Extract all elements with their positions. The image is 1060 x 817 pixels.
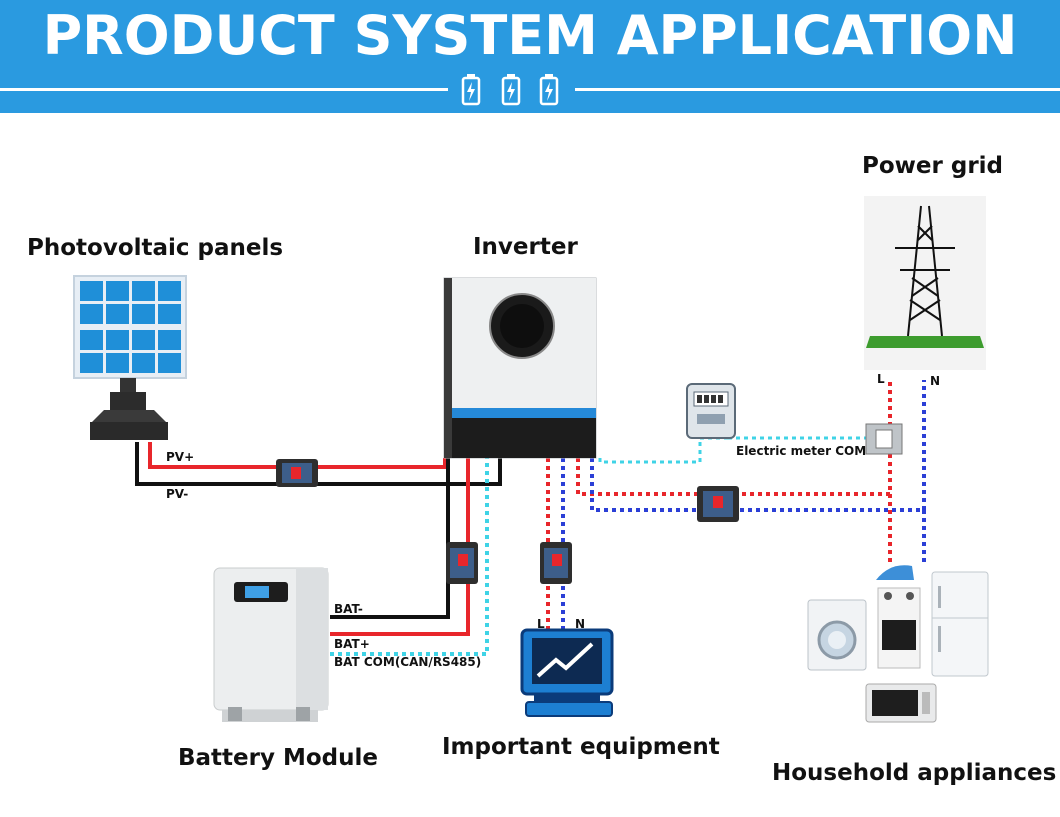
bat-com-label: BAT COM(CAN/RS485)	[334, 655, 482, 669]
battery-module-label: Battery Module	[178, 745, 378, 771]
battery-wires	[330, 458, 489, 656]
grid-wires	[576, 380, 926, 562]
pv-breaker-icon	[276, 459, 318, 487]
battery-charging-icon	[501, 74, 521, 106]
grid-neutral-wire	[590, 380, 926, 512]
electric-meter-icon	[686, 383, 736, 439]
stove-icon	[877, 587, 921, 669]
ct-clamp-icon	[865, 423, 903, 455]
header-banner: PRODUCT SYSTEM APPLICATION	[0, 0, 1060, 113]
bat-plus-wire	[330, 458, 470, 636]
meter-com-label: Electric meter COM	[736, 444, 867, 458]
battery-module-icon	[213, 567, 329, 722]
battery-charging-icon	[461, 74, 481, 106]
banner-divider-left	[0, 88, 448, 91]
page-title: PRODUCT SYSTEM APPLICATION	[42, 4, 1018, 67]
bat-minus-label: BAT-	[334, 602, 363, 616]
solar-panel-icon	[73, 275, 187, 440]
power-grid-icon	[864, 196, 986, 370]
power-grid-label: Power grid	[862, 153, 1004, 179]
microwave-icon	[865, 683, 937, 723]
bat-minus-wire	[330, 458, 450, 619]
equipment-breaker-icon	[540, 542, 572, 584]
inverter-label: Inverter	[473, 234, 578, 260]
battery-charging-icon	[539, 74, 559, 106]
pv-panels-label: Photovoltaic panels	[27, 235, 284, 261]
iron-icon	[876, 565, 914, 580]
equipment-n-label: N	[575, 617, 586, 631]
meter-com-wire	[598, 436, 728, 464]
household-appliances-icon	[807, 565, 989, 723]
grid-n-label: N	[930, 374, 941, 388]
pv-minus-label: PV-	[166, 487, 189, 501]
household-appliances-label: Household appliances	[772, 760, 1057, 786]
battery-icons	[461, 74, 559, 106]
pv-plus-label: PV+	[166, 450, 195, 464]
grid-l-label: L	[877, 372, 885, 386]
important-equipment-label: Important equipment	[442, 734, 720, 760]
pv-minus-wire	[135, 442, 502, 486]
washing-machine-icon	[807, 599, 867, 671]
grid-breaker-icon	[697, 486, 739, 522]
computer-icon	[520, 628, 614, 717]
inverter-icon	[443, 277, 597, 459]
battery-breaker-icon	[446, 542, 478, 584]
banner-divider-right	[575, 88, 1060, 91]
refrigerator-icon	[931, 571, 989, 677]
bat-plus-label: BAT+	[334, 637, 370, 651]
equipment-l-label: L	[537, 617, 545, 631]
